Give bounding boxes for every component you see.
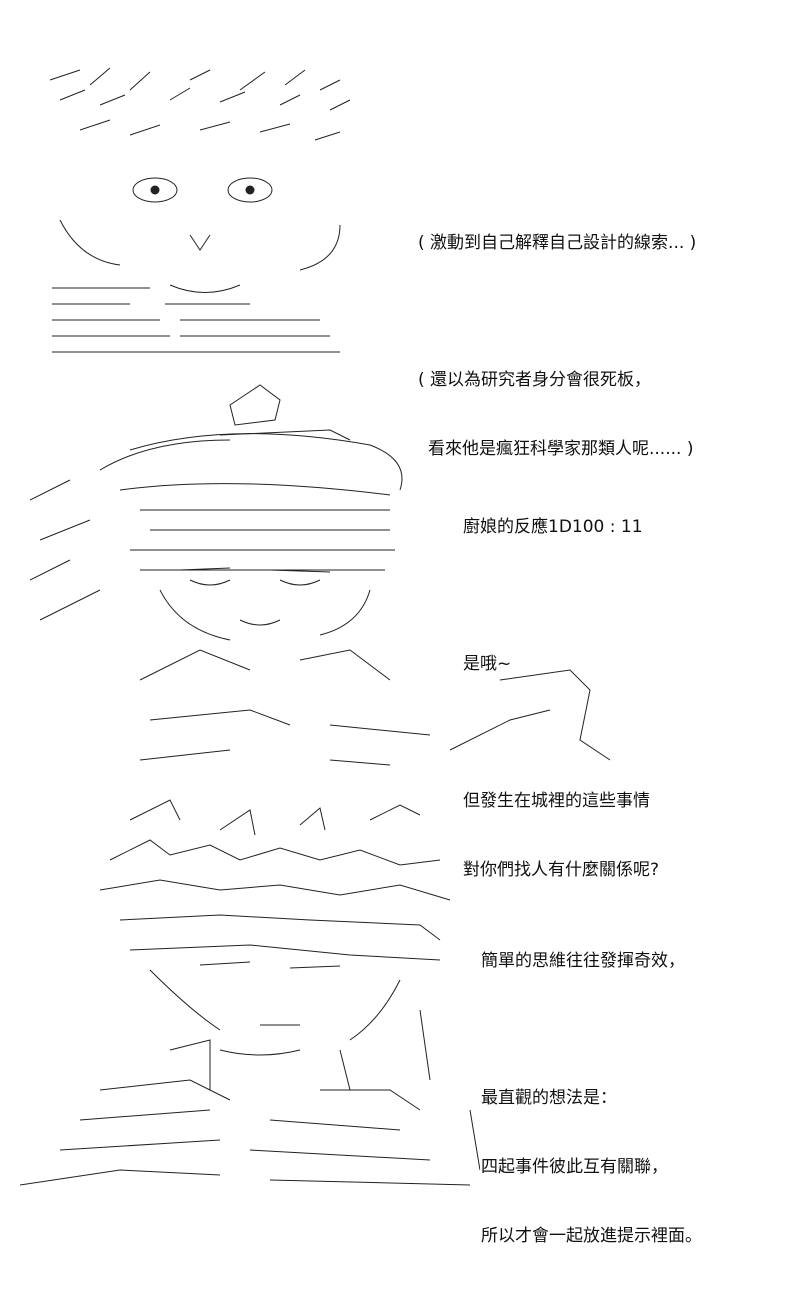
caption-line: 最直觀的想法是：: [481, 1088, 617, 1108]
caption-line: 簡單的思維往往發揮奇效，: [481, 951, 685, 971]
caption-panel-3: 簡單的思維往往發揮奇效， 最直觀的想法是： 四起事件彼此互有關聯， 所以才會一起…: [481, 904, 702, 1294]
caption-panel-2: 廚娘的反應1D100 : 11 是哦~ 但發生在城裡的這些事情 對你們找人有什麼…: [463, 470, 659, 928]
caption-line: 所以才會一起放進提示裡面。: [481, 1226, 702, 1246]
caption-panel-1: ( 激動到自己解釋自己設計的線索... ) ( 還以為研究者身分會很死板， 看來…: [418, 186, 696, 507]
ascii-art-spiky-hair-character-icon: [20, 790, 480, 1200]
caption-line: 看來他是瘋狂科學家那類人呢...... ): [428, 439, 694, 459]
caption-line: 廚娘的反應1D100 : 11: [463, 517, 643, 537]
ascii-art-cook-girl-with-hat-icon: [30, 380, 620, 775]
caption-line: ( 激動到自己解釋自己設計的線索... ): [418, 233, 697, 253]
panel-1: ( 激動到自己解釋自己設計的線索... ) ( 還以為研究者身分會很死板， 看來…: [0, 0, 800, 459]
caption-line: 對你們找人有什麼關係呢?: [463, 860, 660, 880]
panel-3: 簡單的思維往往發揮奇效， 最直觀的想法是： 四起事件彼此互有關聯， 所以才會一起…: [0, 780, 800, 1246]
caption-line: 四起事件彼此互有關聯，: [481, 1157, 668, 1177]
caption-line: 但發生在城裡的這些事情: [463, 791, 650, 811]
ascii-art-surprised-character-icon: [40, 60, 380, 360]
caption-line: 是哦~: [463, 654, 512, 674]
caption-line: ( 還以為研究者身分會很死板，: [418, 370, 652, 390]
panel-2: 廚娘的反應1D100 : 11 是哦~ 但發生在城裡的這些事情 對你們找人有什麼…: [0, 380, 800, 880]
